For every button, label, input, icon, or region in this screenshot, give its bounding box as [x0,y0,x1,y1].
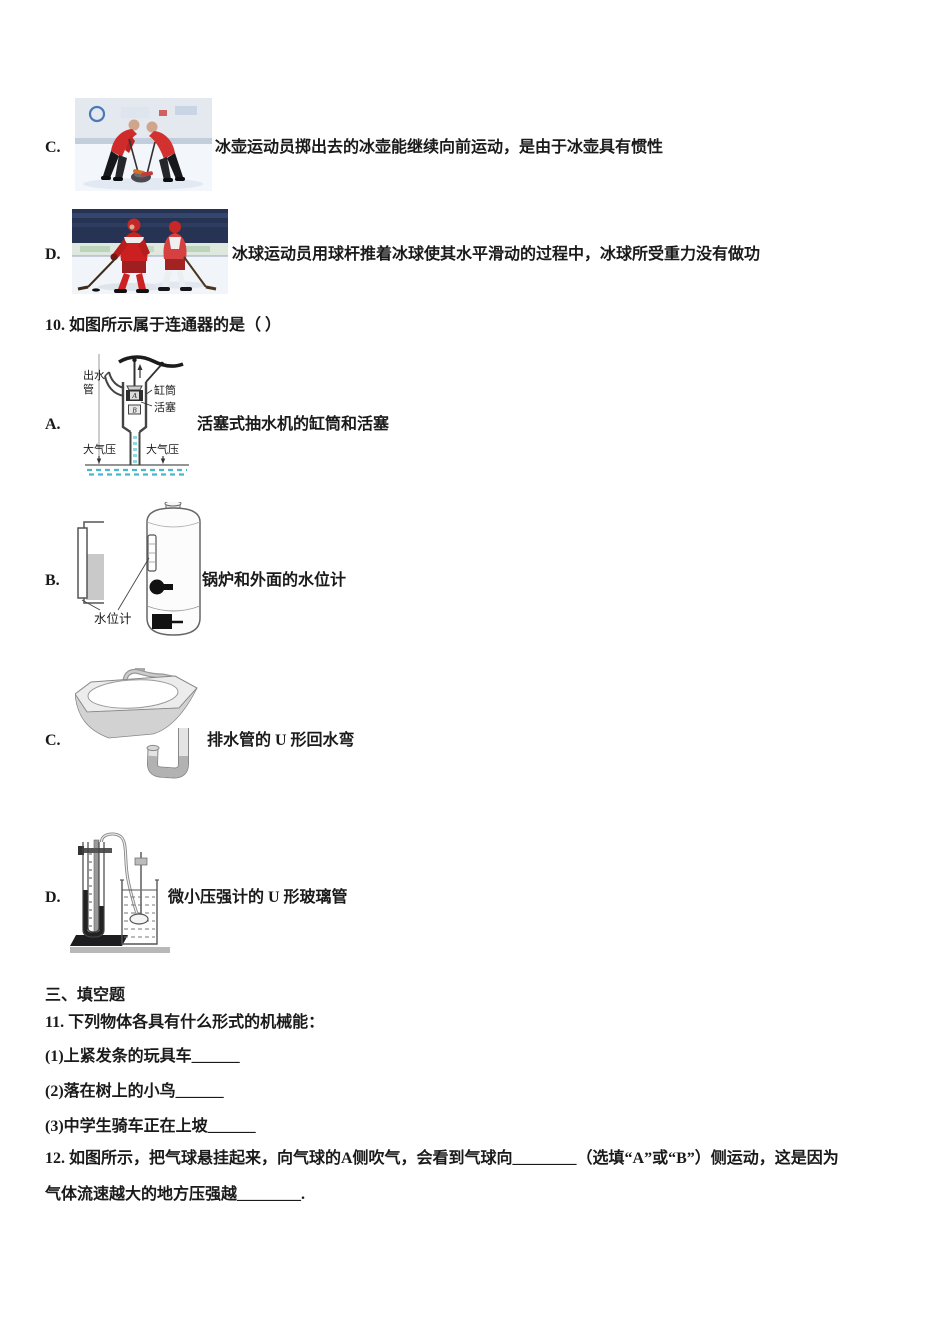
q10-option-a-caption: 活塞式抽水机的缸筒和活塞 [197,416,390,433]
q11-blank-item-2: (2)落在树上的小鸟______ [45,1083,224,1100]
pump-cylinder-label: 缸筒 [154,383,176,397]
pump-outlet-label-line2: 管 [83,382,94,396]
q9-option-d-text: 冰球运动员用球杆推着冰球使其水平滑动的过程中，冰球所受重力没有做功 [232,246,761,263]
q10-option-c-label: C. [45,732,61,749]
q9-option-d-label: D. [45,246,61,263]
q10-option-b-label: B. [45,572,60,589]
hockey-photo [72,209,228,294]
q10-option-a-label: A. [45,416,61,433]
piston-pump-diagram: A B 缸筒 活塞 出水 管 大气压 大气压 [83,354,189,476]
q9-option-c-text: 冰壶运动员掷出去的冰壶能继续向前运动，是由于冰壶具有惯性 [215,139,664,156]
pump-point-b-label: B [132,407,137,415]
curling-photo [75,98,212,191]
pump-atm-left-label: 大气压 [83,442,116,456]
question-11-heading: 11. 下列物体各具有什么形式的机械能： [45,1014,325,1031]
q9-option-c-label: C. [45,139,61,156]
question-10-heading: 10. 如图所示属于连通器的是（ ） [45,317,282,334]
q10-option-c-caption: 排水管的 U 形回水弯 [207,732,355,749]
pump-point-a-label: A [131,391,137,400]
boiler-water-gauge-diagram: 水位计 [77,502,201,636]
micro-manometer-diagram [70,832,170,953]
sink-u-trap-diagram [75,668,198,779]
q10-option-d-caption: 微小压强计的 U 形玻璃管 [168,889,348,906]
q11-blank-item-3: (3)中学生骑车正在上坡______ [45,1118,256,1135]
q10-option-d-label: D. [45,889,61,906]
question-12-line-2: 气体流速越大的地方压强越________. [45,1186,306,1203]
section-3-heading: 三、填空题 [45,987,126,1004]
pump-outlet-label-line1: 出水 [83,368,105,382]
boiler-gauge-label: 水位计 [94,611,132,626]
pump-atm-right-label: 大气压 [146,442,179,456]
pump-piston-label: 活塞 [154,400,176,414]
question-12-line-1: 12. 如图所示，把气球悬挂起来，向气球的A侧吹气，会看到气球向________… [45,1150,839,1167]
q11-blank-item-1: (1)上紧发条的玩具车______ [45,1048,240,1065]
q10-option-b-caption: 锅炉和外面的水位计 [202,572,347,589]
